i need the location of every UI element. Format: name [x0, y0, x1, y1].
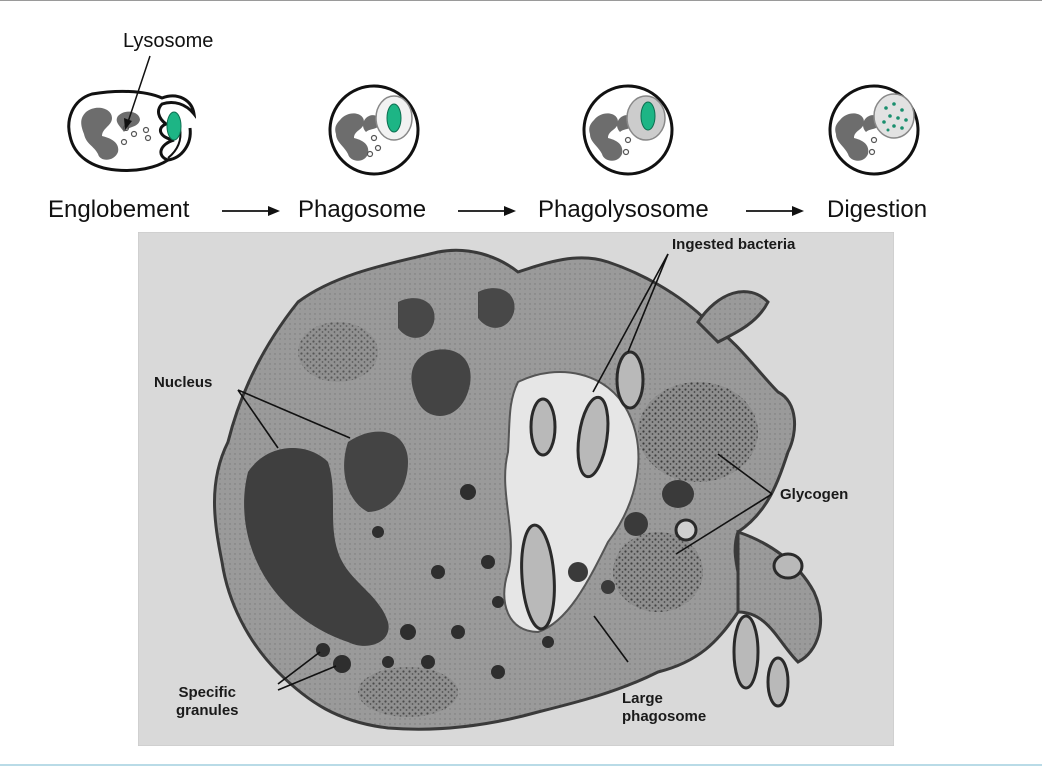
- label-nucleus: Nucleus: [154, 374, 213, 391]
- phagolysosome-cell-icon: [582, 84, 674, 176]
- engulfing-cell-icon: [67, 89, 196, 172]
- label-ingested-bacteria: Ingested bacteria: [672, 236, 796, 253]
- stage-label-digestion: Digestion: [827, 196, 928, 223]
- electron-micrograph-image: [138, 232, 894, 746]
- lysosome-label: Lysosome: [123, 30, 214, 52]
- label-glycogen: Glycogen: [780, 486, 849, 503]
- bottom-rule: [0, 764, 1042, 766]
- digestion-cell-icon: [828, 84, 920, 176]
- top-rule: [0, 0, 1042, 1]
- label-large-phagosome: Large phagosome: [622, 690, 706, 726]
- label-large-phagosome-line2: phagosome: [622, 708, 707, 725]
- label-specific-granules: Specific granules: [176, 684, 239, 720]
- label-large-phagosome-line1: Large: [622, 690, 663, 707]
- phagosome-cell-icon: [328, 84, 420, 176]
- stage-label-phagosome: Phagosome: [298, 196, 427, 223]
- arrow-icon: [222, 206, 280, 216]
- label-specific-granules-line2: granules: [176, 702, 239, 719]
- stage-label-englobement: Englobement: [48, 196, 190, 223]
- arrow-icon: [746, 206, 804, 216]
- lysosome-pointer-arrow: [124, 55, 151, 130]
- label-specific-granules-line1: Specific: [178, 684, 237, 701]
- stage-label-phagolysosome: Phagolysosome: [538, 196, 709, 223]
- arrow-icon: [458, 206, 516, 216]
